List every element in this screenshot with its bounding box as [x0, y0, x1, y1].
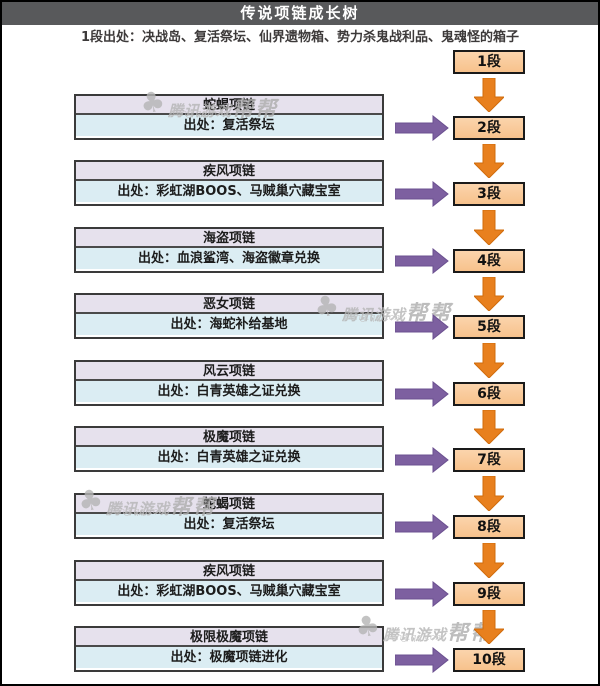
right-arrow-icon — [395, 514, 449, 540]
down-arrow-icon — [474, 78, 504, 112]
necklace-box: 恶女项链 出处：海蛇补给基地 — [74, 293, 384, 339]
down-arrow-icon — [474, 144, 504, 178]
necklace-source: 出处：复活祭坛 — [76, 514, 382, 535]
stage-box-6: 6段 — [453, 382, 525, 406]
necklace-box: 极魔项链 出处：白青英雄之证兑换 — [74, 426, 384, 472]
necklace-box: 极限极魔项链 出处：极魔项链进化 — [74, 626, 384, 672]
right-arrow-icon — [395, 647, 449, 673]
down-arrow-icon — [474, 610, 504, 644]
stage-box-8: 8段 — [453, 515, 525, 539]
right-arrow-icon — [395, 381, 449, 407]
necklace-name: 疾风项链 — [76, 162, 382, 181]
down-arrow-icon — [474, 210, 504, 245]
down-arrow-icon — [474, 343, 504, 378]
necklace-name: 蛇蝎项链 — [76, 495, 382, 514]
necklace-source: 出处：复活祭坛 — [76, 115, 382, 136]
necklace-source: 出处：彩虹湖BOOS、马贼巢穴藏宝室 — [76, 181, 382, 202]
right-arrow-icon — [395, 447, 449, 473]
necklace-box: 海盗项链 出处：血浪鲨湾、海盗徽章兑换 — [74, 227, 384, 273]
right-arrow-icon — [395, 181, 449, 207]
watermark-url: bang.qq.com — [385, 633, 445, 643]
necklace-source: 出处：极魔项链进化 — [76, 647, 382, 668]
stage-box-5: 5段 — [453, 315, 525, 339]
stage-box-10: 10段 — [453, 648, 525, 672]
stage1-sources-text: 1段出处：决战岛、复活祭坛、仙界遗物箱、势力杀鬼战利品、鬼魂怪的箱子 — [80, 30, 520, 45]
necklace-source: 出处：白青英雄之证兑换 — [76, 381, 382, 402]
necklace-name: 风云项链 — [76, 362, 382, 381]
stage-box-2: 2段 — [453, 116, 525, 140]
necklace-name: 极限极魔项链 — [76, 628, 382, 647]
right-arrow-icon — [395, 248, 449, 274]
necklace-name: 海盗项链 — [76, 229, 382, 248]
down-arrow-icon — [474, 410, 504, 444]
right-arrow-icon — [395, 115, 449, 141]
necklace-source: 出处：血浪鲨湾、海盗徽章兑换 — [76, 248, 382, 269]
stage-box-9: 9段 — [453, 582, 525, 606]
necklace-box: 疾风项链 出处：彩虹湖BOOS、马贼巢穴藏宝室 — [74, 160, 384, 206]
stage-box-1: 1段 — [453, 50, 525, 74]
necklace-source: 出处：白青英雄之证兑换 — [76, 447, 382, 468]
stage-box-4: 4段 — [453, 249, 525, 273]
down-arrow-icon — [474, 277, 504, 311]
necklace-box: 疾风项链 出处：彩虹湖BOOS、马贼巢穴藏宝室 — [74, 560, 384, 606]
right-arrow-icon — [395, 314, 449, 340]
necklace-box: 风云项链 出处：白青英雄之证兑换 — [74, 360, 384, 406]
stage-box-3: 3段 — [453, 182, 525, 206]
necklace-source: 出处：海蛇补给基地 — [76, 314, 382, 335]
necklace-name: 疾风项链 — [76, 562, 382, 581]
page-title: 传说项链成长树 — [2, 2, 598, 25]
necklace-box: 蛇蝎项链 出处：复活祭坛 — [74, 94, 384, 140]
right-arrow-icon — [395, 581, 449, 607]
necklace-box: 蛇蝎项链 出处：复活祭坛 — [74, 493, 384, 539]
necklace-name: 恶女项链 — [76, 295, 382, 314]
down-arrow-icon — [474, 543, 504, 578]
necklace-source: 出处：彩虹湖BOOS、马贼巢穴藏宝室 — [76, 581, 382, 602]
down-arrow-icon — [474, 476, 504, 511]
watermark-brand: 腾讯游戏 — [383, 626, 448, 644]
stage-box-7: 7段 — [453, 448, 525, 472]
necklace-name: 蛇蝎项链 — [76, 96, 382, 115]
necklace-name: 极魔项链 — [76, 428, 382, 447]
